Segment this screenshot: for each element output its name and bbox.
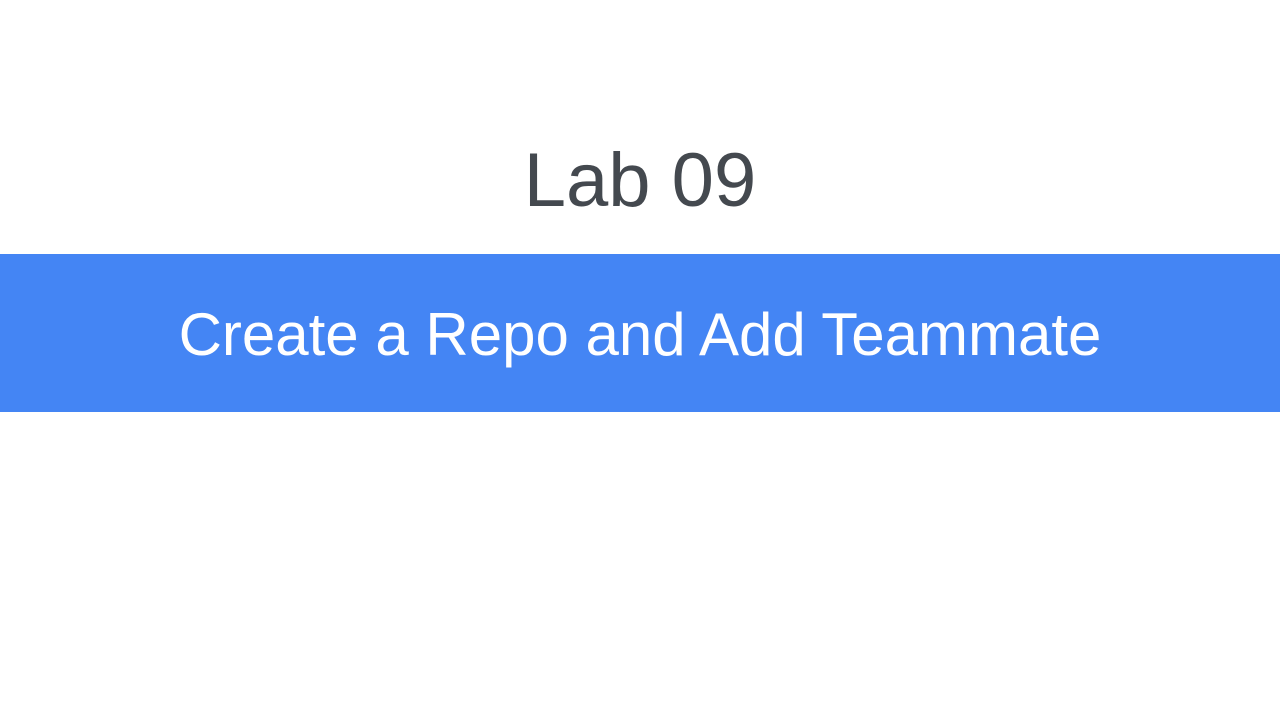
slide-title: Lab 09 [523,138,757,223]
subtitle-band [0,254,1280,412]
slide-subtitle: Create a Repo and Add Teammate [178,301,1102,368]
